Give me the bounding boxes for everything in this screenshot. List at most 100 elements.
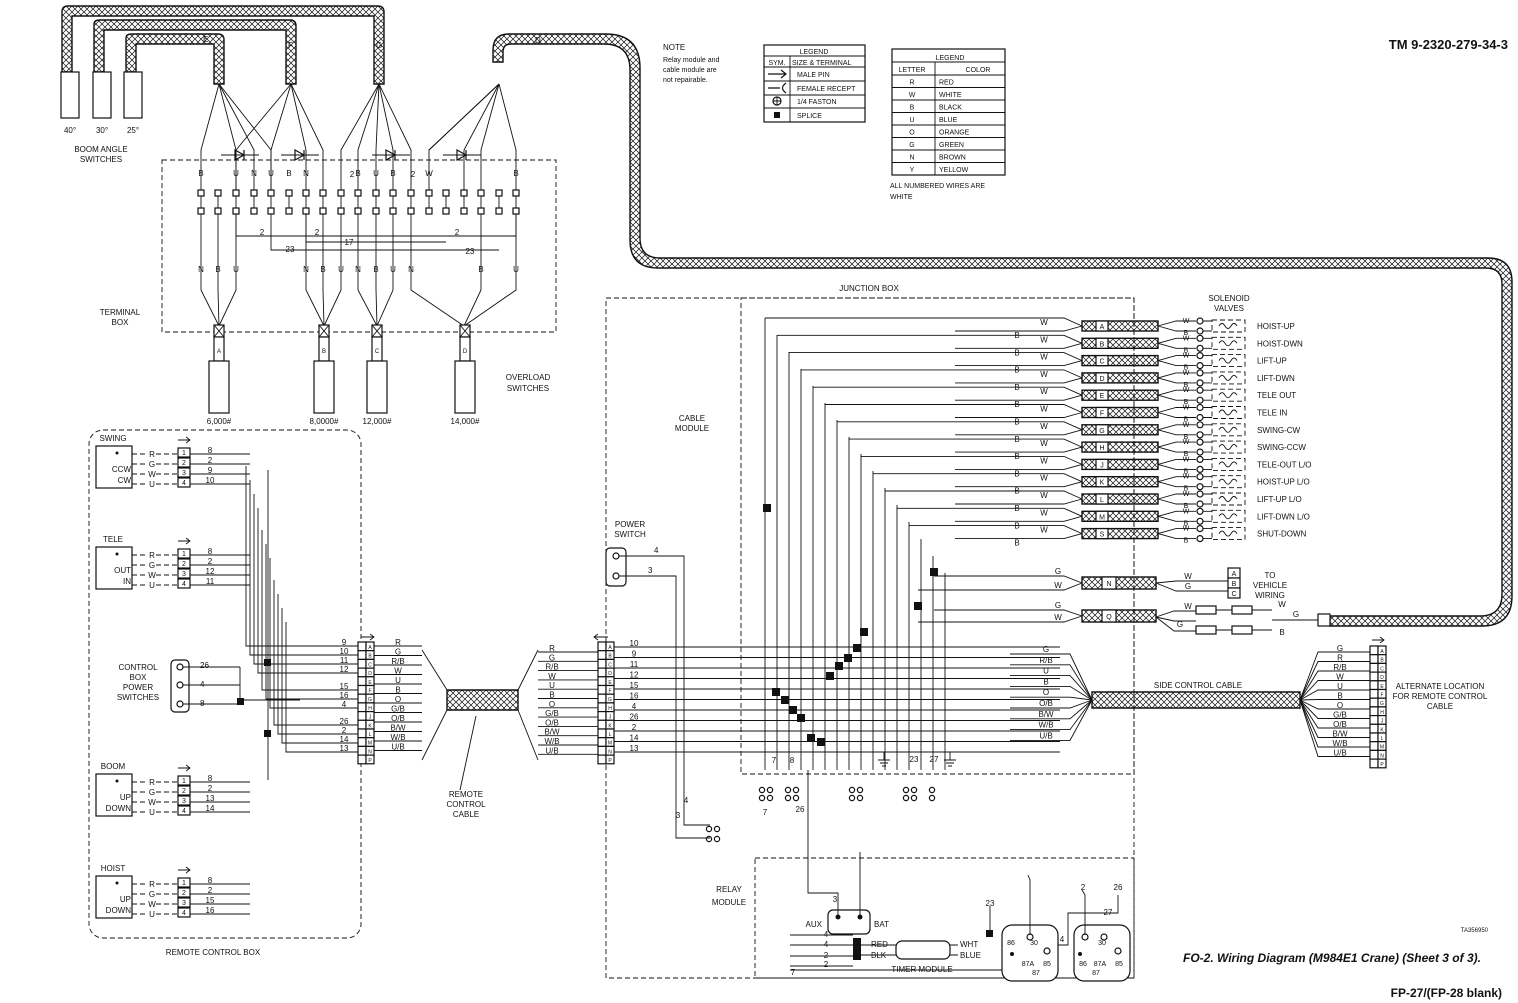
wire-color: W [148, 470, 156, 479]
wire-color: W [1183, 370, 1190, 377]
vehicle-wire [1155, 580, 1228, 584]
splice-icon [930, 568, 938, 576]
faston-icon [713, 825, 721, 833]
solenoid-coil-housing [1211, 527, 1246, 541]
color-name: ORANGE [939, 130, 970, 137]
terminal-top [389, 189, 397, 197]
faston-icon [784, 794, 792, 802]
wire-color: R [149, 450, 155, 459]
pin-letter: P [608, 758, 612, 764]
wire-number: 8 [208, 547, 213, 556]
faston-icon [792, 786, 800, 794]
connector-mark: N [1106, 581, 1111, 588]
faston-icon [848, 794, 856, 802]
relay-pin: 30 [1030, 940, 1038, 947]
coil-lead [1203, 337, 1212, 349]
solenoid-terminal [1196, 334, 1204, 342]
wire-color: G [1337, 644, 1343, 653]
bundle-wire [253, 494, 360, 665]
wire-color: O [549, 700, 555, 709]
solenoid-coil-housing [1211, 354, 1246, 368]
wire-number: 10 [630, 639, 639, 648]
wire-color: O [395, 695, 401, 704]
wire-color: G/B [1333, 711, 1347, 720]
connector-pin [357, 719, 367, 730]
solenoid-name: LIFT-UP [1257, 357, 1287, 366]
label-bg [148, 899, 156, 908]
terminal-top [442, 189, 450, 197]
wire-letter: U [338, 265, 344, 274]
label-bg [148, 580, 156, 589]
label-bg [148, 777, 156, 786]
connector-pin [597, 737, 607, 748]
color-name: BLUE [939, 117, 958, 124]
color-letter: R [909, 80, 914, 87]
wire-color: B [1184, 347, 1189, 354]
faston-icon [928, 786, 936, 794]
remote-connector: ABCDEFGHJKLMNP9101112151642621413RGR/BWU… [340, 633, 539, 819]
connector-pin [1377, 758, 1387, 769]
alt-location-label: ALTERNATE LOCATION [1396, 682, 1485, 691]
pin-number: 3 [182, 571, 186, 578]
overload-wire [463, 214, 482, 327]
overload-wire [376, 214, 394, 327]
wire-color: W [148, 900, 156, 909]
side-wire [1299, 699, 1370, 710]
bullet-connector [1195, 605, 1217, 615]
solenoid-name: HOIST-UP L/O [1257, 478, 1310, 487]
faston-icon [902, 786, 910, 794]
fan-wire [463, 83, 500, 190]
terminal-pin [177, 558, 191, 569]
ground-icon [944, 752, 956, 767]
color-legend-col-letter: LETTER [899, 67, 926, 74]
solenoid-name: HOIST-DWN [1257, 339, 1303, 348]
terminal-top [302, 189, 310, 197]
overload-wire [200, 214, 220, 327]
wire-color: W [1040, 405, 1048, 414]
wire-color: R [149, 778, 155, 787]
solenoid-cable [1081, 354, 1159, 367]
switch-group-name: TELE [103, 535, 123, 544]
wire-color: W [548, 672, 556, 681]
connector-arrow-icon [178, 436, 191, 444]
solenoid-connector [1095, 527, 1109, 540]
wire-color: B [1014, 539, 1019, 548]
faston-icon [910, 794, 918, 802]
wire-color: B [1184, 486, 1189, 493]
solenoid-coil-icon [1218, 478, 1238, 485]
relay-terminal [1010, 952, 1014, 956]
pin-letter: K [1380, 727, 1384, 733]
wire-number: 14 [206, 804, 215, 813]
side-wire [1299, 699, 1370, 748]
relay-module-label: RELAY [716, 885, 742, 894]
solenoid-connector [1095, 372, 1109, 384]
side-wire [1010, 699, 1093, 709]
relay-pin: 85 [1043, 961, 1051, 968]
pin-letter: J [609, 715, 612, 721]
overload-wire [357, 214, 378, 327]
connector-pin [1369, 741, 1379, 752]
main-harness-cable [492, 33, 1513, 627]
wire-number: 15 [206, 896, 215, 905]
pin-letter: L [369, 732, 372, 738]
wire-number: 16 [630, 692, 639, 701]
solenoid-wire [955, 377, 1083, 384]
relay-pin: 87 [1032, 970, 1040, 977]
pin-number: 4 [182, 581, 186, 588]
connector-pin [1369, 706, 1379, 717]
wire-letter: N [303, 169, 309, 178]
switch-contact [115, 881, 119, 885]
solenoid-label: VALVES [1214, 304, 1244, 313]
tm-number: TM 9-2320-279-34-3 [1389, 37, 1508, 52]
solenoid-terminal [1196, 413, 1204, 422]
terminal-bottom [214, 207, 222, 215]
bus-wire [270, 214, 499, 251]
wire-number: 4 [654, 546, 659, 555]
solenoid-terminal [1196, 379, 1204, 387]
junction-box-label: JUNCTION BOX [839, 284, 899, 293]
wire-number: 7 [772, 756, 777, 765]
terminal-pin [177, 887, 191, 898]
wire-letter: N [251, 169, 257, 178]
vehicle-connector [1101, 576, 1117, 590]
